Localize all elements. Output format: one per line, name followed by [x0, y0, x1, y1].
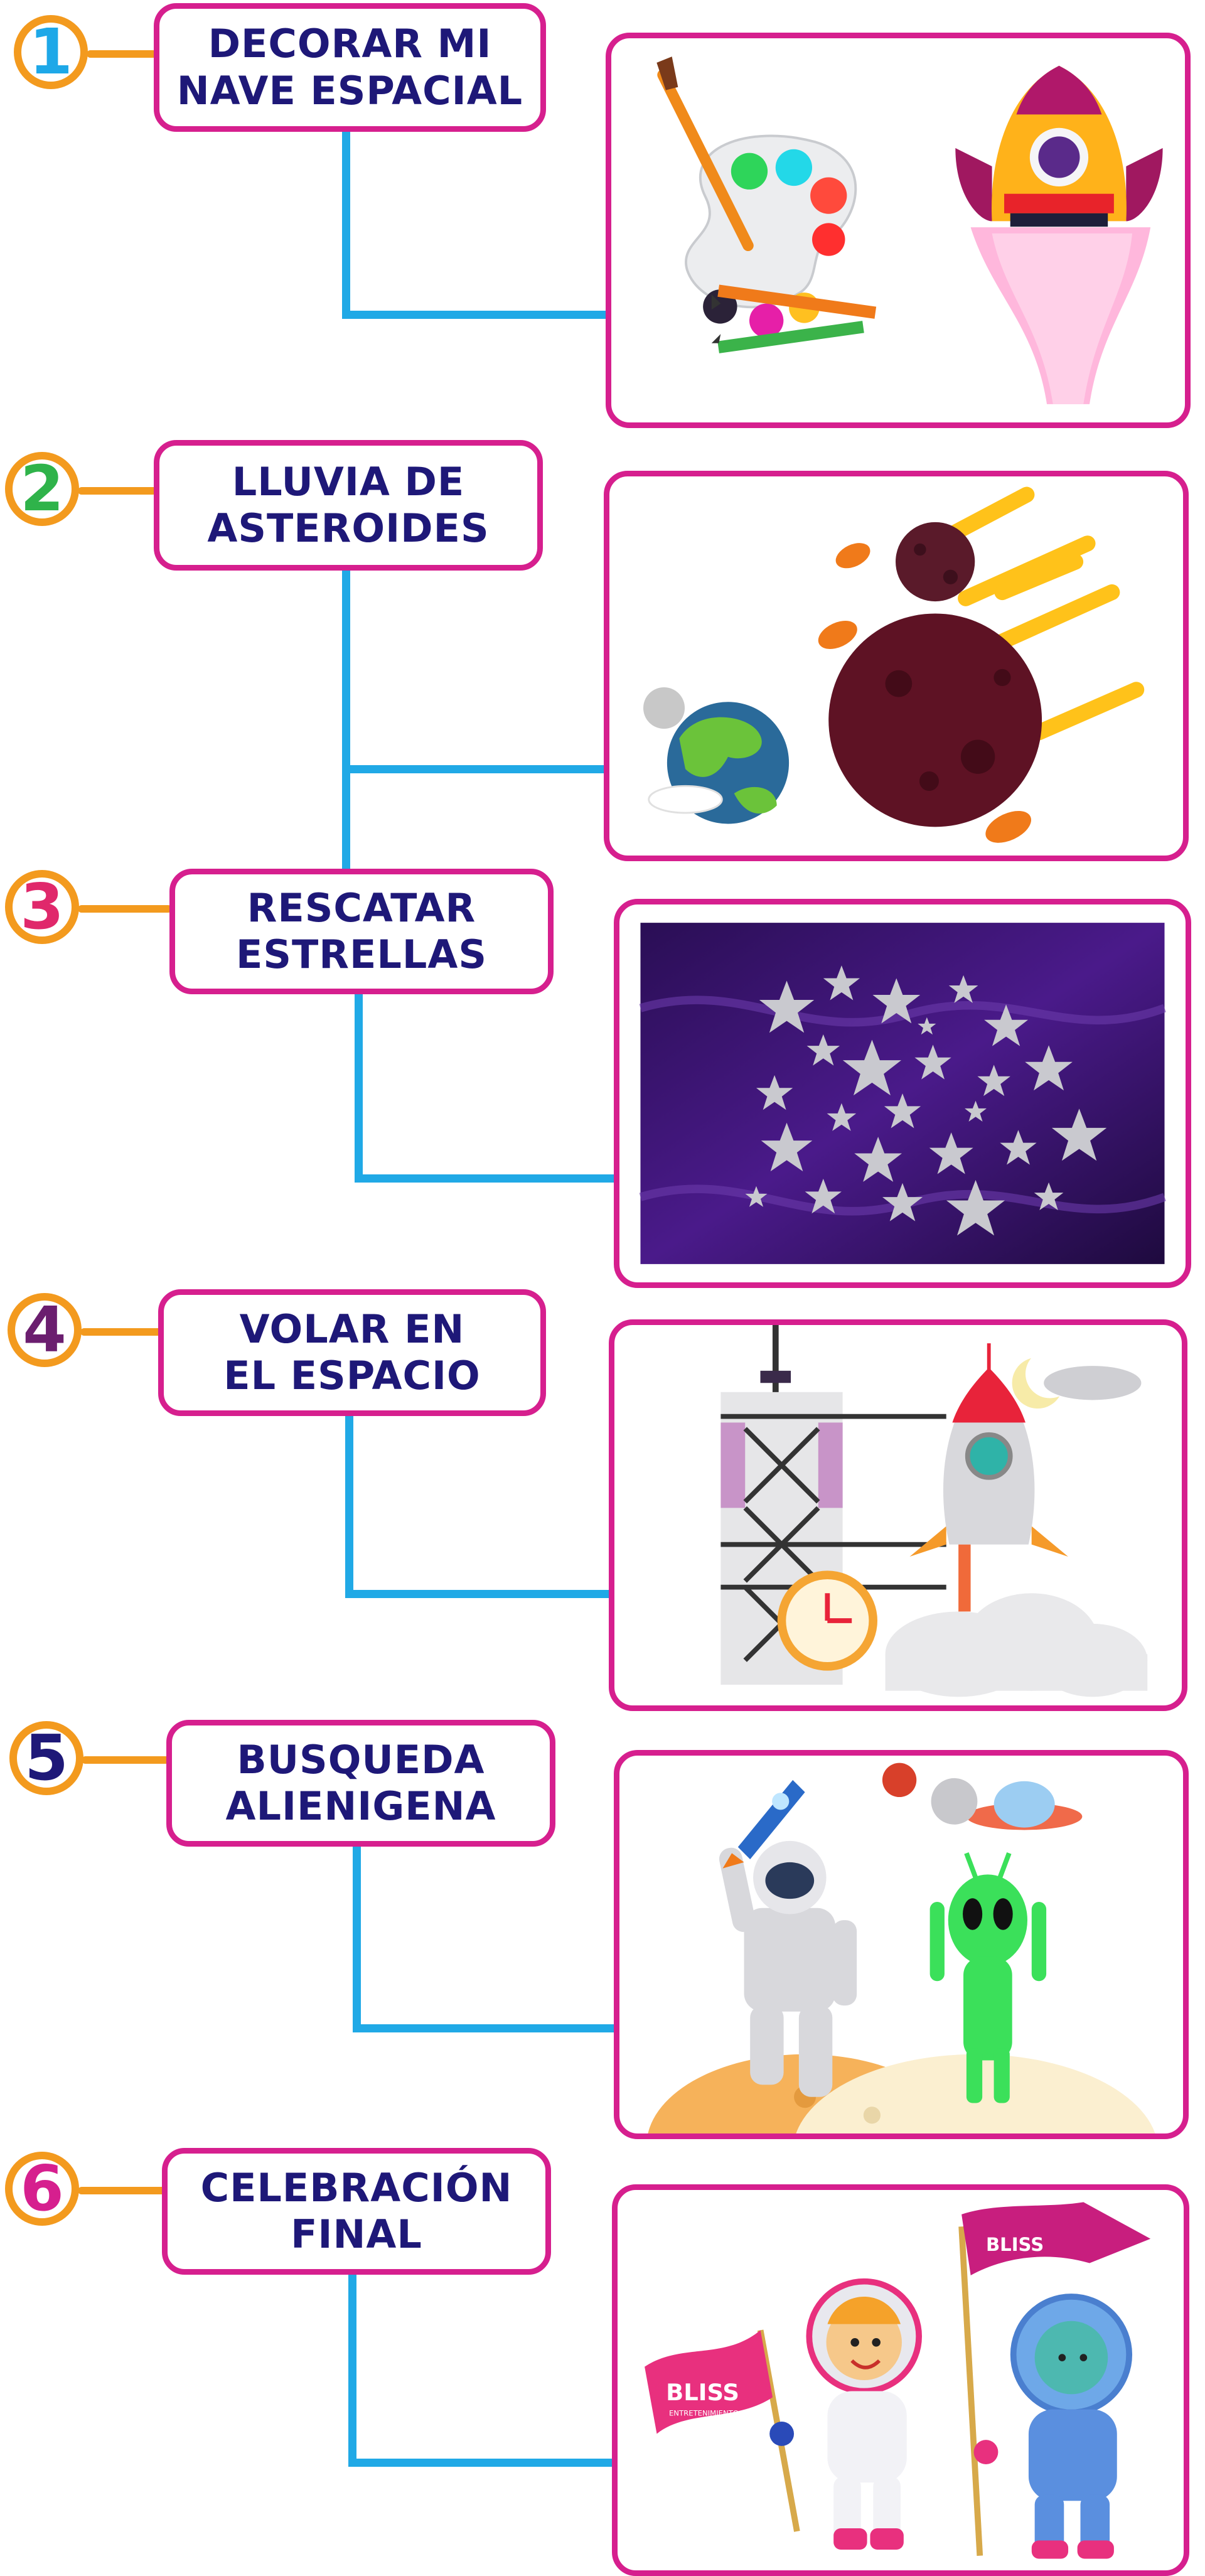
badge-connector — [87, 50, 157, 58]
step-number-badge: 4 — [8, 1293, 82, 1367]
step-image-card: BLISS ENTRETENIMIENTO BLISS — [612, 2184, 1189, 2576]
step-1: 1 DECORAR MI NAVE ESPACIAL — [0, 0, 1205, 429]
timeline-horizontal — [345, 1590, 612, 1598]
alien-icon — [929, 1852, 1047, 2103]
planets-icon — [882, 1763, 978, 1825]
rocket-icon — [955, 65, 1163, 404]
step-5: 5 BUSQUEDA ALIENIGENA — [0, 1717, 1205, 2147]
step-title: LLUVIA DE ASTEROIDES — [154, 440, 543, 571]
step-image-card — [604, 471, 1189, 861]
step-title: DECORAR MI NAVE ESPACIAL — [154, 3, 546, 132]
ufo-icon — [966, 1781, 1083, 1830]
timeline-vertical — [342, 132, 350, 319]
asteroids-illustration — [643, 486, 1145, 843]
astronaut-boy-icon — [973, 2294, 1133, 2559]
timeline-vertical — [345, 1416, 353, 1598]
step-number-badge: 3 — [5, 870, 79, 944]
flag-brand-text: BLISS — [986, 2234, 1044, 2255]
flag-icon: BLISS ENTRETENIMIENTO — [645, 2329, 800, 2532]
step-number-badge: 5 — [9, 1721, 83, 1795]
flag-brand-text: BLISS — [666, 2379, 739, 2406]
toy-rocket-icon — [722, 1779, 805, 1869]
planet-surface-icon — [648, 2054, 1155, 2133]
step-image-card — [609, 1319, 1187, 1711]
earth-icon — [643, 687, 790, 824]
asteroid-icon — [828, 522, 1042, 827]
step-title: RESCATAR ESTRELLAS — [169, 869, 554, 994]
step-image-card — [614, 899, 1191, 1288]
celebration-illustration: BLISS ENTRETENIMIENTO BLISS — [645, 2202, 1151, 2559]
cloud-icon — [885, 1593, 1148, 1697]
timeline-horizontal — [355, 1174, 618, 1183]
step-number-badge: 2 — [5, 452, 79, 526]
step-number-badge: 6 — [5, 2152, 79, 2226]
timeline-vertical — [348, 2275, 356, 2467]
badge-connector — [78, 2187, 166, 2194]
timeline-horizontal — [342, 311, 609, 319]
timeline-vertical — [353, 1847, 361, 2032]
pencils-icon — [711, 284, 877, 353]
palette-rocket-illustration — [656, 56, 1163, 404]
step-2: 2 LLUVIA DE ASTEROIDES — [0, 429, 1205, 910]
badge-connector — [82, 1756, 169, 1764]
badge-connector — [78, 905, 172, 913]
paintbrush-icon — [656, 56, 754, 252]
badge-connector — [80, 1328, 162, 1336]
timeline-horizontal — [348, 2459, 615, 2467]
step-number-badge: 1 — [14, 15, 88, 89]
timeline-vertical — [355, 994, 363, 1183]
astronaut-alien-illustration — [648, 1763, 1155, 2133]
step-title: VOLAR EN EL ESPACIO — [158, 1289, 546, 1416]
stars-illustration — [639, 923, 1166, 1264]
step-4: 4 VOLAR EN EL ESPACIO — [0, 1288, 1205, 1717]
moon-icon — [1012, 1349, 1142, 1409]
step-title: BUSQUEDA ALIENIGENA — [166, 1720, 555, 1847]
timeline-vertical — [342, 571, 350, 910]
step-title: CELEBRACIÓN FINAL — [162, 2148, 551, 2275]
flag-tagline-text: ENTRETENIMIENTO — [669, 2408, 739, 2417]
small-meteor-icon — [818, 543, 1032, 843]
timeline-horizontal — [353, 2024, 616, 2032]
astronaut-girl-icon — [769, 2278, 922, 2550]
rocket-icon — [909, 1343, 1068, 1612]
rocket-launch-illustration — [720, 1325, 1148, 1697]
badge-connector — [78, 487, 157, 495]
flag-icon: BLISS — [958, 2202, 1151, 2556]
step-3: 3 RESCATAR ESTRELLAS — [0, 859, 1205, 1288]
timeline-horizontal — [342, 765, 609, 773]
astronaut-icon — [719, 1840, 857, 2097]
clock-icon — [777, 1570, 877, 1671]
step-image-card — [606, 33, 1191, 428]
step-6: 6 CELEBRACIÓN FINAL BLISS ENTRETENIMIENT… — [0, 2147, 1205, 2576]
step-image-card — [614, 1750, 1189, 2139]
